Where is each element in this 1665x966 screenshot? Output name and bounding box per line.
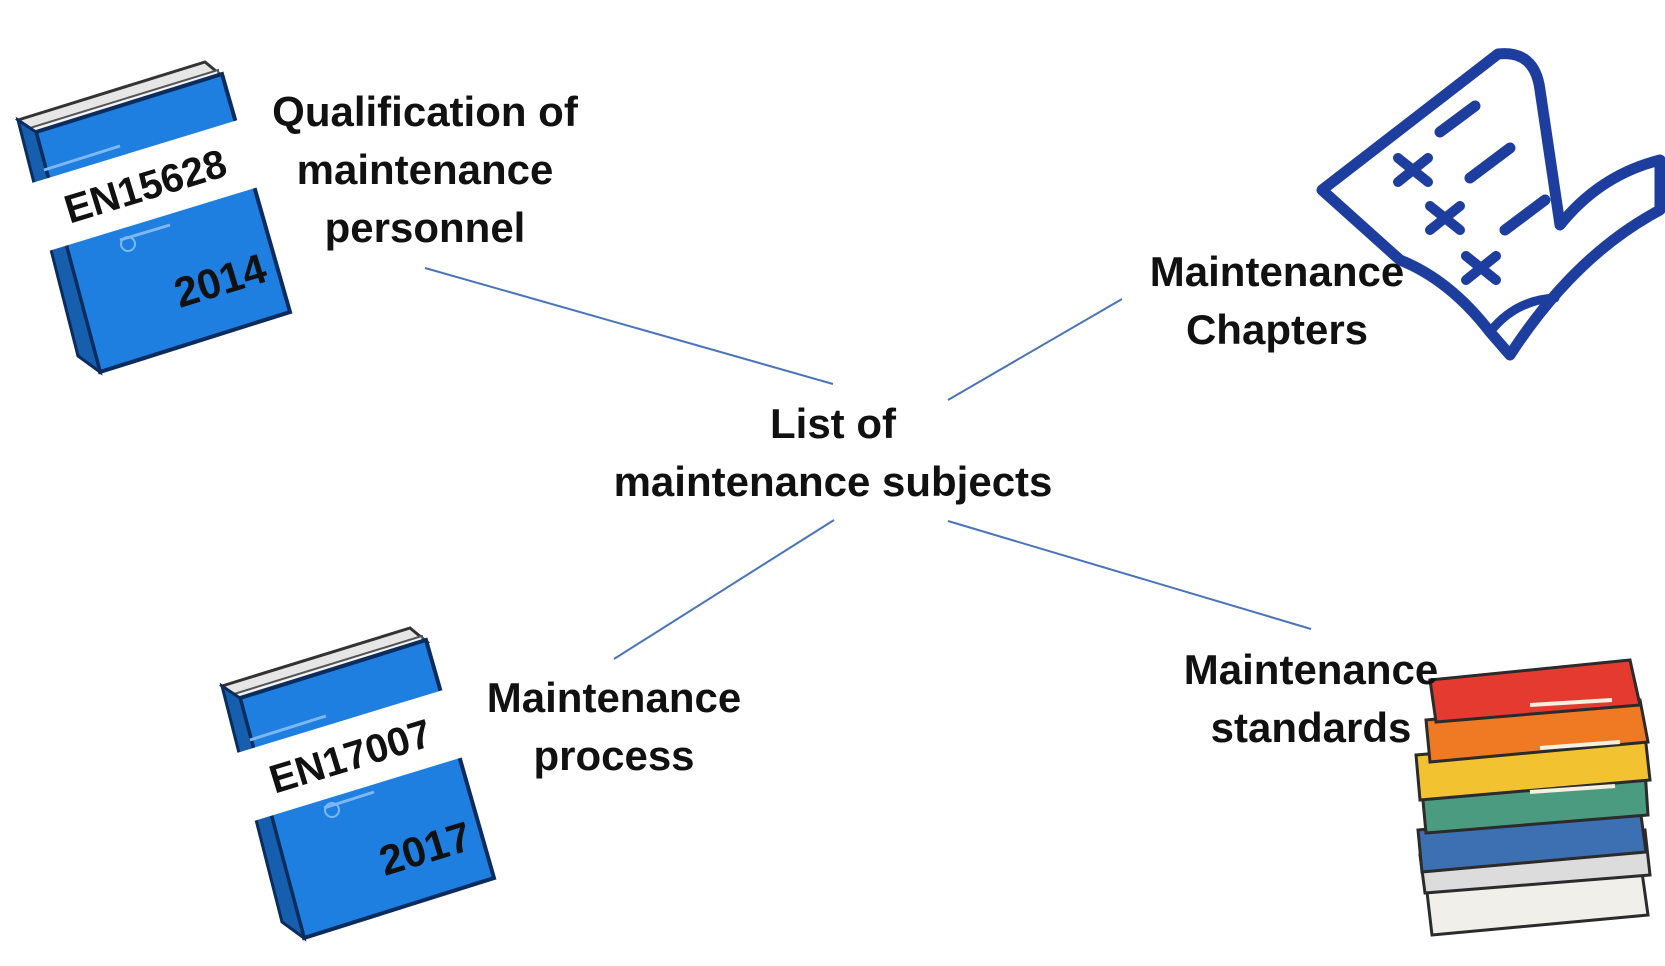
node-chapters: Maintenance Chapters bbox=[1150, 248, 1404, 353]
center-topic: List of maintenance subjects bbox=[614, 400, 1053, 505]
connector-standards bbox=[947, 520, 1312, 630]
node-standards-line-1: Maintenance bbox=[1184, 646, 1438, 693]
node-qualification-line-1: Qualification of bbox=[272, 88, 579, 135]
blue-book-icon bbox=[218, 626, 497, 942]
book-en15628: EN15628 2014 bbox=[14, 60, 293, 376]
book-label-plate bbox=[226, 687, 473, 823]
center-topic-line-2: maintenance subjects bbox=[614, 458, 1053, 505]
node-qualification-line-2: maintenance bbox=[297, 146, 554, 193]
connector-process bbox=[613, 519, 835, 660]
node-chapters-line-1: Maintenance bbox=[1150, 248, 1404, 295]
node-qualification-line-3: personnel bbox=[325, 204, 526, 251]
node-standards-line-2: standards bbox=[1211, 704, 1412, 751]
connector-qualification bbox=[424, 267, 834, 385]
node-chapters-line-2: Chapters bbox=[1186, 306, 1368, 353]
book-en17007: EN17007 2017 bbox=[218, 626, 497, 942]
connector-chapters bbox=[947, 298, 1123, 401]
node-process: Maintenance process bbox=[487, 674, 741, 779]
node-standards: Maintenance standards bbox=[1184, 646, 1438, 751]
book-stack-icon bbox=[1414, 658, 1652, 937]
node-process-line-1: Maintenance bbox=[487, 674, 741, 721]
node-process-line-2: process bbox=[533, 732, 694, 779]
connectors bbox=[424, 267, 1312, 660]
book-label-plate bbox=[22, 117, 269, 253]
center-topic-line-1: List of bbox=[770, 400, 897, 447]
document-list-icon bbox=[1316, 48, 1665, 361]
node-qualification: Qualification of maintenance personnel bbox=[272, 88, 579, 251]
